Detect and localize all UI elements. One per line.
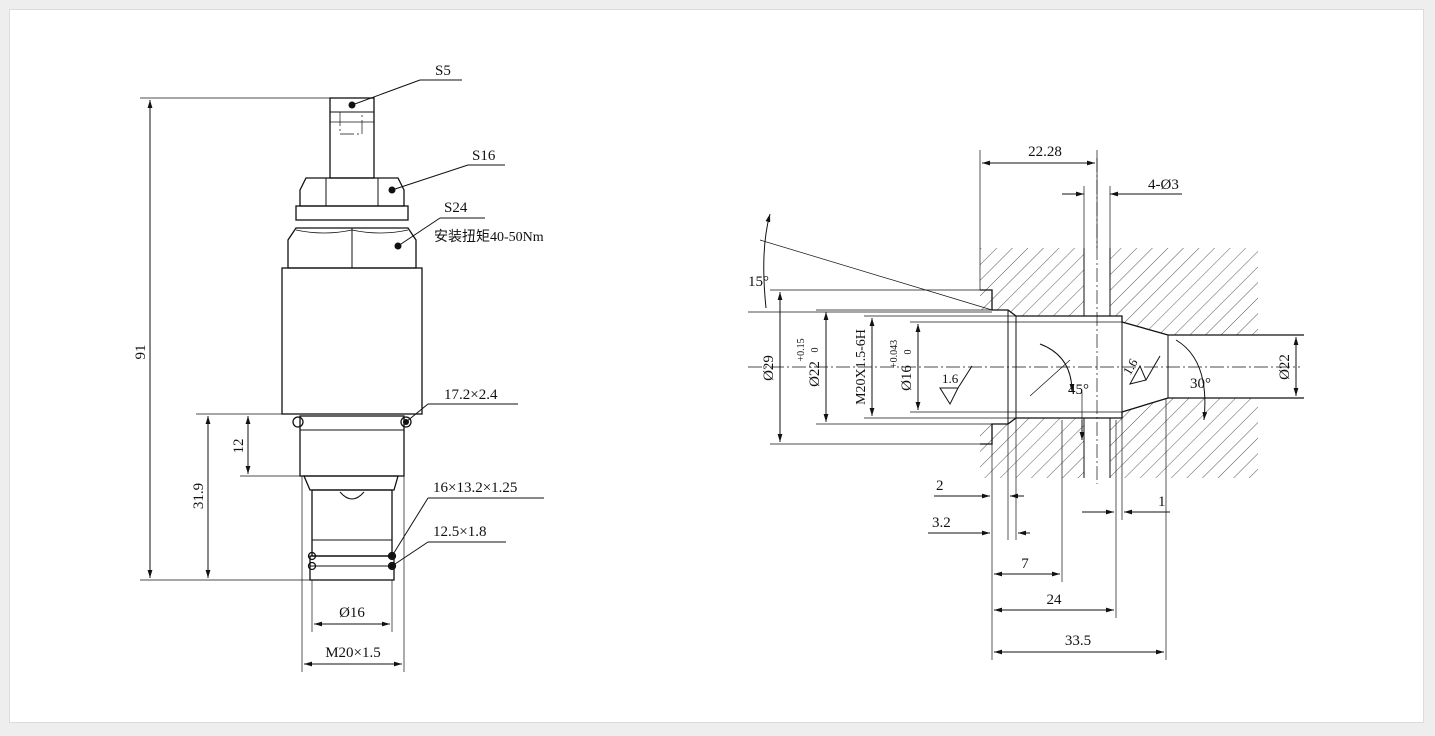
dim-33-5: 33.5 [1065,633,1091,649]
dim-dia-29: Ø29 [761,355,777,381]
dim-3-2: 3.2 [932,515,951,531]
dim-dia-22-tol: Ø22 [807,361,823,387]
dim-dia-22: Ø22 [1277,354,1293,380]
label-s5: S5 [435,63,451,79]
label-oring-16: 16×13.2×1.25 [433,480,517,496]
label-torque: 安装扭矩40-50Nm [434,229,544,245]
dim-dia-16-tol: Ø16 [899,365,915,391]
dim-7: 7 [1021,556,1029,572]
dim-angle-30: 30° [1190,376,1211,392]
dim-lower-height: 31.9 [191,483,207,509]
dim-24: 24 [1047,592,1063,608]
cartridge-upper [299,415,405,477]
dim-angle-45: 45° [1068,382,1089,398]
valve-side-view [140,79,544,672]
tol-16-lower: 0 [903,350,914,355]
lock-nut-s16 [299,177,405,207]
dim-total-height: 91 [133,345,149,360]
label-oring-12-5: 12.5×1.8 [433,524,486,540]
dim-width-top: 22.28 [1028,144,1062,160]
washer [295,205,409,221]
roughness-1: 1.6 [942,371,959,386]
tol-22-upper: +0.15 [796,338,807,361]
dim-1: 1 [1158,494,1166,510]
cavity-section-view [748,150,1304,660]
adjust-stem [329,97,375,179]
dim-2: 2 [936,478,944,494]
dim-gap: 12 [231,439,247,454]
hatch-lower [980,398,1258,478]
label-oring-17-2: 17.2×2.4 [444,387,498,403]
dim-thread-right: M20X1.5-6H [854,329,869,405]
dim-thread-left: M20×1.5 [325,645,381,661]
o-ring-1 [292,416,304,428]
cartridge-lower [311,489,393,557]
dim-angle-15: 15° [748,274,769,290]
drawing-frame [9,9,1424,723]
hatch-upper [980,248,1258,335]
dim-slot: 4-Ø3 [1148,177,1179,193]
tol-22-lower: 0 [810,348,821,353]
label-s24: S24 [444,200,468,216]
dim-inner-dia: Ø16 [339,605,365,621]
valve-body [281,267,423,415]
tol-16-upper: +0.043 [889,340,900,368]
label-s16: S16 [472,148,496,164]
roughness-2: 1.6 [1120,355,1141,377]
